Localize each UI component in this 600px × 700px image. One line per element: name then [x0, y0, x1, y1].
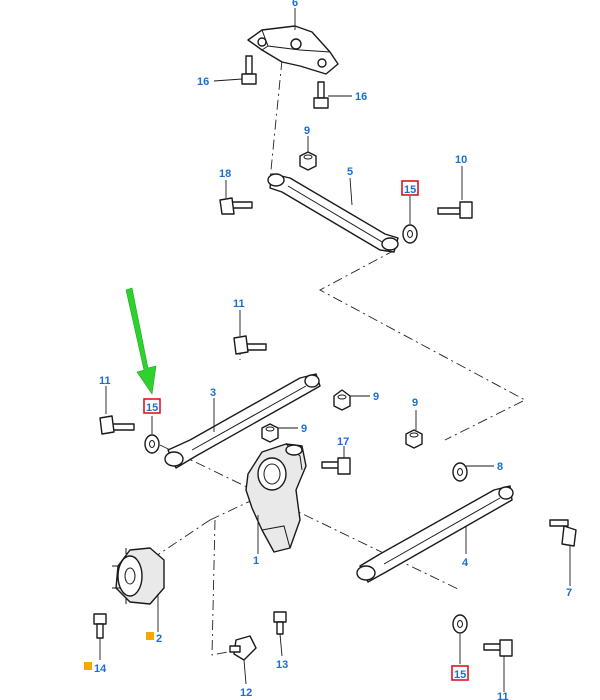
wheel-hub-2 — [112, 547, 165, 605]
callout-5: 5 — [347, 166, 353, 178]
callout-11-middle: 11 — [233, 298, 245, 310]
callout-9-right: 9 — [412, 397, 418, 409]
callout-9-middle: 9 — [373, 391, 379, 403]
callout-11-bottom: 11 — [497, 691, 509, 700]
callout-12: 12 — [240, 687, 252, 699]
bolt-11-middle — [233, 335, 267, 355]
knuckle-1 — [245, 443, 307, 553]
callout-16-right: 16 — [355, 91, 367, 103]
bolt-11-bottom — [483, 639, 513, 657]
callout-4: 4 — [462, 557, 469, 569]
callout-6: 6 — [292, 0, 298, 9]
pointer-arrow — [125, 287, 157, 395]
bolt-7 — [549, 519, 577, 547]
highlight-box-15-bottom — [451, 665, 469, 681]
sensor-12 — [229, 635, 257, 661]
callout-labels: 6 16 16 9 18 5 15 10 11 11 15 3 9 9 9 17… — [94, 0, 572, 700]
bolt-10 — [437, 201, 473, 219]
nut-9-upper — [299, 151, 317, 171]
callout-1: 1 — [253, 555, 259, 567]
washer-8 — [452, 462, 468, 482]
nut-9-middle — [333, 389, 351, 411]
highlight-box-15-left — [143, 398, 161, 414]
lower-link-4 — [356, 485, 514, 583]
callout-2: 2 — [156, 633, 162, 645]
bolt-16-left — [241, 55, 257, 85]
washer-15-upper — [402, 224, 418, 244]
bolt-16-right — [313, 81, 329, 109]
callout-9-knuckle: 9 — [301, 423, 307, 435]
leader-lines — [99, 8, 571, 692]
callout-10: 10 — [455, 154, 467, 166]
callout-3: 3 — [210, 387, 216, 399]
washer-15-bottom — [452, 614, 468, 634]
bolt-14 — [93, 613, 107, 639]
callout-8: 8 — [497, 461, 503, 473]
bolt-17 — [321, 457, 351, 475]
callout-11-left: 11 — [99, 375, 111, 387]
upper-link-5 — [267, 173, 399, 253]
washer-15-left — [144, 434, 160, 454]
marker-square-14 — [84, 662, 92, 670]
nut-9-right — [405, 429, 423, 449]
bolt-11-left — [99, 415, 135, 435]
bolt-13 — [273, 611, 287, 635]
highlight-boxes — [143, 180, 469, 681]
mounting-bracket — [247, 25, 339, 75]
callout-18: 18 — [219, 168, 231, 180]
nut-9-knuckle — [261, 423, 279, 443]
callout-16-left: 16 — [197, 76, 209, 88]
bolt-18 — [219, 197, 253, 215]
callout-9-upper: 9 — [304, 125, 310, 137]
marker-square-2 — [146, 632, 154, 640]
callout-7: 7 — [566, 587, 572, 599]
callout-14: 14 — [94, 663, 107, 675]
middle-link-3 — [164, 373, 321, 469]
callout-15-left: 15 — [146, 402, 158, 414]
highlight-box-15-upper — [401, 180, 419, 196]
callout-15-bottom: 15 — [454, 669, 466, 681]
callout-17: 17 — [337, 436, 349, 448]
callout-13: 13 — [276, 659, 288, 671]
callout-15-upper: 15 — [404, 184, 416, 196]
